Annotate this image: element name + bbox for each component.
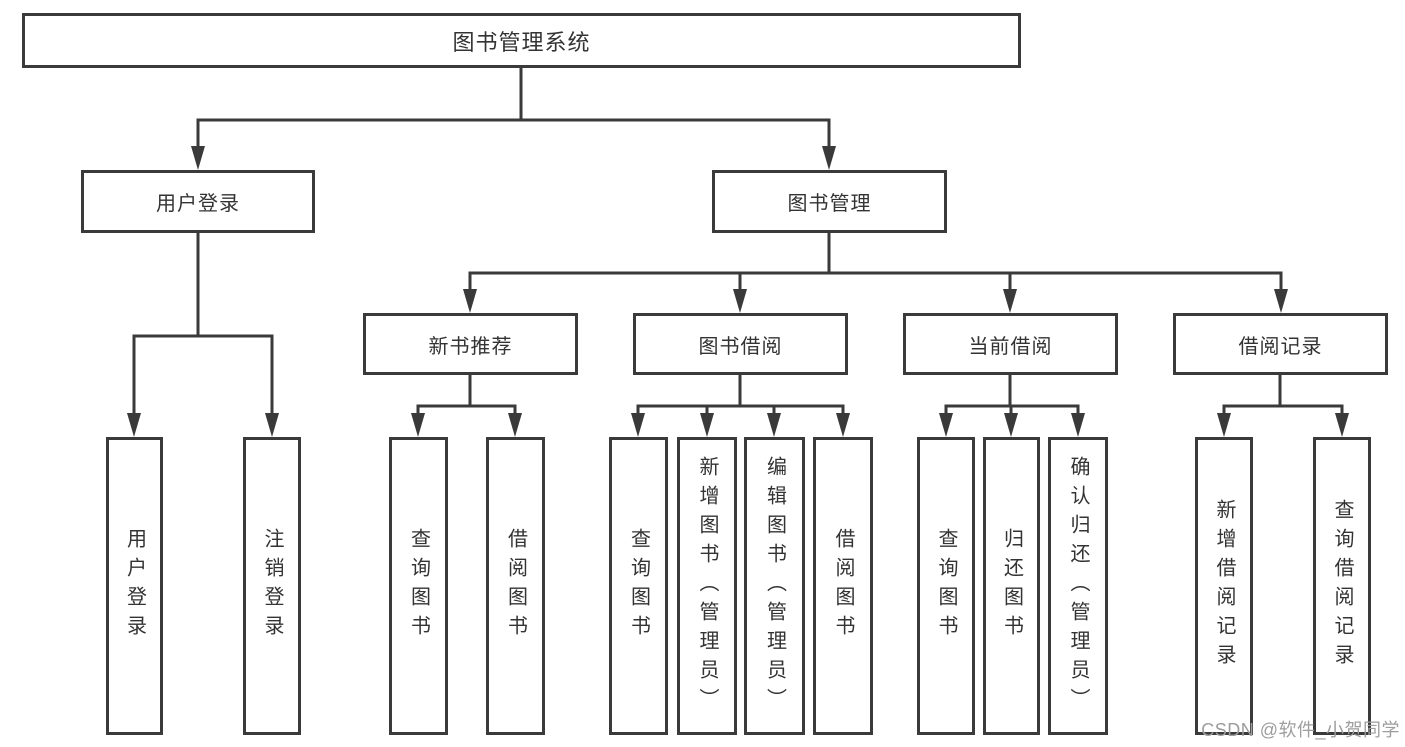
leaf-borrow-books-recommend: 借阅图书: [486, 437, 545, 735]
leaf-label: 查询图书: [407, 528, 430, 644]
leaf-logout: 注销登录: [243, 437, 301, 735]
leaf-label: 编辑图书（管理员）: [763, 455, 786, 717]
leaf-label: 归还图书: [1000, 528, 1023, 644]
node-book-borrowing: 图书借阅: [633, 313, 848, 375]
leaf-query-books-recommend: 查询图书: [389, 437, 448, 735]
leaf-query-books-current: 查询图书: [917, 437, 975, 735]
leaf-query-borrow-record: 查询借阅记录: [1313, 437, 1371, 735]
csdn-watermark: CSDN @软件_小贺同学: [1201, 720, 1400, 740]
leaf-borrow-books: 借阅图书: [813, 437, 873, 735]
node-current-borrowing: 当前借阅: [903, 313, 1118, 375]
leaf-label: 查询图书: [935, 528, 957, 644]
node-library-management-system: 图书管理系统: [22, 13, 1021, 68]
leaf-label: 新增借阅记录: [1213, 499, 1235, 673]
leaf-label: 新增图书（管理员）: [696, 455, 718, 717]
leaf-label: 用户登录: [123, 528, 146, 644]
leaf-label: 借阅图书: [832, 528, 854, 644]
leaf-label: 确认归还（管理员）: [1067, 455, 1089, 717]
leaf-label: 注销登录: [261, 528, 283, 644]
node-new-book-recommend: 新书推荐: [363, 313, 578, 375]
leaf-confirm-return-admin: 确认归还（管理员）: [1048, 437, 1108, 735]
leaf-user-login: 用户登录: [106, 437, 163, 735]
leaf-label: 借阅图书: [504, 528, 527, 644]
node-user-login: 用户登录: [81, 170, 315, 233]
leaf-add-borrow-record: 新增借阅记录: [1195, 437, 1253, 735]
leaf-add-book-admin: 新增图书（管理员）: [677, 437, 737, 735]
leaf-label: 查询图书: [627, 528, 650, 644]
node-borrowing-records: 借阅记录: [1173, 313, 1388, 375]
leaf-label: 查询借阅记录: [1331, 499, 1353, 673]
leaf-query-books-borrow: 查询图书: [609, 437, 668, 735]
leaf-return-books: 归还图书: [983, 437, 1040, 735]
leaf-edit-book-admin: 编辑图书（管理员）: [744, 437, 805, 735]
node-book-management: 图书管理: [712, 170, 947, 233]
